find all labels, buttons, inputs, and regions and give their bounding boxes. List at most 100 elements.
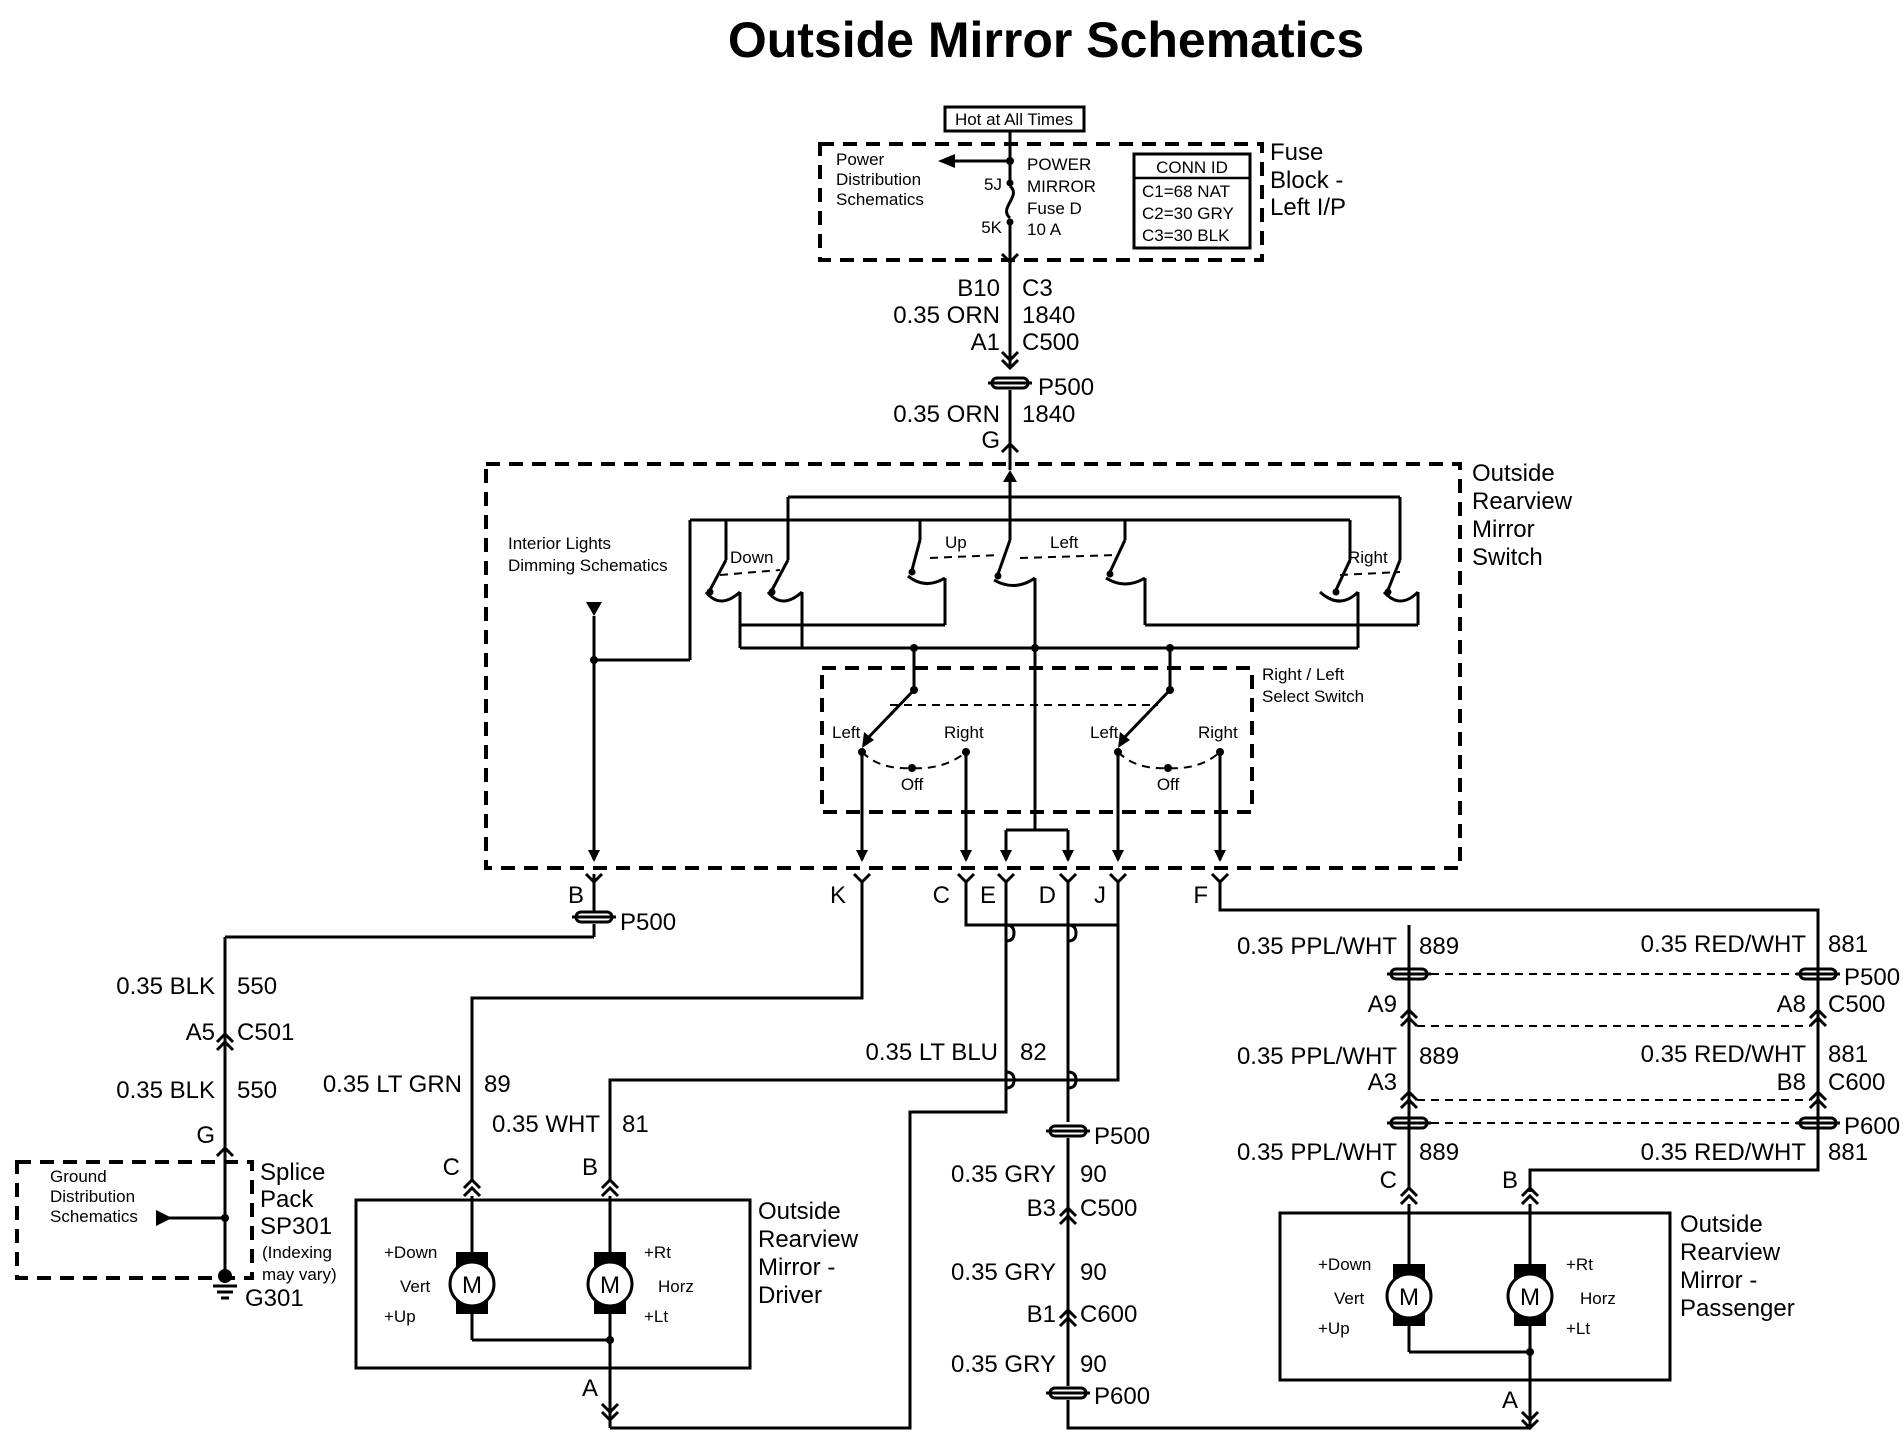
pas-up: +Up (1318, 1319, 1350, 1338)
fuse-label-2: MIRROR (1027, 177, 1096, 196)
splice-2: Pack (260, 1186, 314, 1213)
switch-pins: B K C E D J F (568, 872, 1230, 909)
pas-name-4: Passenger (1680, 1295, 1795, 1322)
passenger-mirror: 0.35 PPL/WHT 889 0.35 RED/WHT 881 P500 A… (1218, 882, 1900, 1431)
pas-ppl-3: 0.35 PPL/WHT (1237, 1139, 1397, 1166)
drv-horz: Horz (658, 1277, 694, 1296)
switch-down-label: Down (730, 548, 773, 567)
conn-id-title: CONN ID (1156, 158, 1228, 177)
mirror-switch: Outside Rearview Mirror Switch Interior … (484, 460, 1573, 870)
pin-k: K (830, 882, 846, 909)
arrow-left-icon (938, 154, 955, 168)
ground-icon (213, 1284, 237, 1300)
pin-j: J (1094, 882, 1106, 909)
drv-wht: 0.35 WHT (492, 1111, 600, 1138)
hot-at-all-times-label: Hot at All Times (955, 110, 1073, 129)
gnd-a5: A5 (186, 1019, 215, 1046)
pas-a8: A8 (1777, 991, 1806, 1018)
gnd-circuit-2: 550 (237, 1077, 277, 1104)
feed-c500: C500 (1022, 329, 1079, 356)
drv-name-4: Driver (758, 1282, 822, 1309)
conn-id-c3: C3=30 BLK (1142, 226, 1230, 245)
interior-lights-2: Dimming Schematics (508, 556, 668, 575)
diagram-title: Outside Mirror Schematics (728, 12, 1364, 68)
switch-up-label: Up (945, 533, 967, 552)
pas-vert: Vert (1334, 1289, 1365, 1308)
fuse-block-name-2: Block - (1270, 167, 1343, 194)
splice-1: Splice (260, 1159, 325, 1186)
pas-motor-h-label: M (1520, 1284, 1540, 1311)
gnd-dist-2: Distribution (50, 1187, 135, 1206)
ctr-gry-2: 0.35 GRY (951, 1259, 1056, 1286)
pas-red-1: 0.35 RED/WHT (1641, 931, 1807, 958)
pas-motor-v-label: M (1399, 1284, 1419, 1311)
ctr-c500: C500 (1080, 1195, 1137, 1222)
drv-vert-motor-icon: M (448, 1252, 496, 1314)
pas-name-3: Mirror - (1680, 1267, 1757, 1294)
select-right-label: Right (944, 723, 984, 742)
fuse-block-name-1: Fuse (1270, 139, 1323, 166)
ctr-c-1: 90 (1080, 1161, 1107, 1188)
fuse-term-5k: 5K (981, 218, 1002, 237)
gnd-c501: C501 (237, 1019, 294, 1046)
ctr-c-2: 90 (1080, 1259, 1107, 1286)
driver-mirror: 0.35 LT GRN 89 0.35 WHT 81 C B Outside R… (323, 882, 1120, 1430)
select-off-label: Off (901, 775, 924, 794)
pas-c600: C600 (1828, 1069, 1885, 1096)
fuse-icon (1005, 184, 1015, 220)
pas-red-3: 0.35 RED/WHT (1641, 1139, 1807, 1166)
select-left-label: Left (832, 723, 861, 742)
pas-pin-a: A (1502, 1387, 1518, 1414)
pas-ppl-3-c: 889 (1419, 1139, 1459, 1166)
pas-p600: P600 (1844, 1113, 1900, 1140)
pas-ppl-1-c: 889 (1419, 933, 1459, 960)
switch-name-4: Switch (1472, 544, 1543, 571)
drv-name-3: Mirror - (758, 1254, 835, 1281)
feed-p500: P500 (1038, 374, 1094, 401)
feed-circuit-2: 1840 (1022, 401, 1075, 428)
feed-wire-2: 0.35 ORN (893, 401, 1000, 428)
pas-red-3-c: 881 (1828, 1139, 1868, 1166)
fuse-label-4: 10 A (1027, 220, 1062, 239)
ctr-c-3: 90 (1080, 1351, 1107, 1378)
conn-id-c2: C2=30 GRY (1142, 204, 1234, 223)
drv-ltblu-c: 82 (1020, 1039, 1047, 1066)
feed-a1: A1 (971, 329, 1000, 356)
drv-pin-b: B (582, 1154, 598, 1181)
feed-wire: B10 C3 0.35 ORN 1840 A1 C500 P500 0.35 O… (893, 252, 1094, 470)
ctr-b3: B3 (1027, 1195, 1056, 1222)
feed-b10: B10 (957, 275, 1000, 302)
pas-red-2: 0.35 RED/WHT (1641, 1041, 1807, 1068)
ctr-b1: B1 (1027, 1301, 1056, 1328)
pas-down: +Down (1318, 1255, 1371, 1274)
indexing-2: may vary) (262, 1265, 337, 1284)
switch-left-label: Left (1050, 533, 1079, 552)
feed-circuit-1: 1840 (1022, 302, 1075, 329)
drv-rt: +Rt (644, 1243, 671, 1262)
ctr-p600: P600 (1094, 1383, 1150, 1410)
center-ground-wire: P500 0.35 GRY 90 B3 C500 0.35 GRY 90 B1 … (951, 882, 1530, 1430)
fuse-term-5j: 5J (984, 175, 1002, 194)
drv-lt: +Lt (644, 1307, 668, 1326)
pas-c500: C500 (1828, 991, 1885, 1018)
arrow-down-icon (586, 602, 602, 616)
fuse-label-1: POWER (1027, 155, 1091, 174)
pas-name-2: Rearview (1680, 1239, 1781, 1266)
feed-wire-1: 0.35 ORN (893, 302, 1000, 329)
ctr-gry-3: 0.35 GRY (951, 1351, 1056, 1378)
conn-id-c1: C1=68 NAT (1142, 182, 1230, 201)
gnd-p500: P500 (620, 909, 676, 936)
pas-ppl-1: 0.35 PPL/WHT (1237, 933, 1397, 960)
pas-lt: +Lt (1566, 1319, 1590, 1338)
pin-d: D (1039, 882, 1056, 909)
drv-up: +Up (384, 1307, 416, 1326)
switch-name-2: Rearview (1472, 488, 1573, 515)
arrow-right-icon (156, 1210, 172, 1226)
drv-down: +Down (384, 1243, 437, 1262)
pas-red-2-c: 881 (1828, 1041, 1868, 1068)
select-left2-label: Left (1090, 723, 1119, 742)
splice-3: SP301 (260, 1213, 332, 1240)
pas-a9: A9 (1368, 991, 1397, 1018)
select-switch-name-1: Right / Left (1262, 665, 1344, 684)
